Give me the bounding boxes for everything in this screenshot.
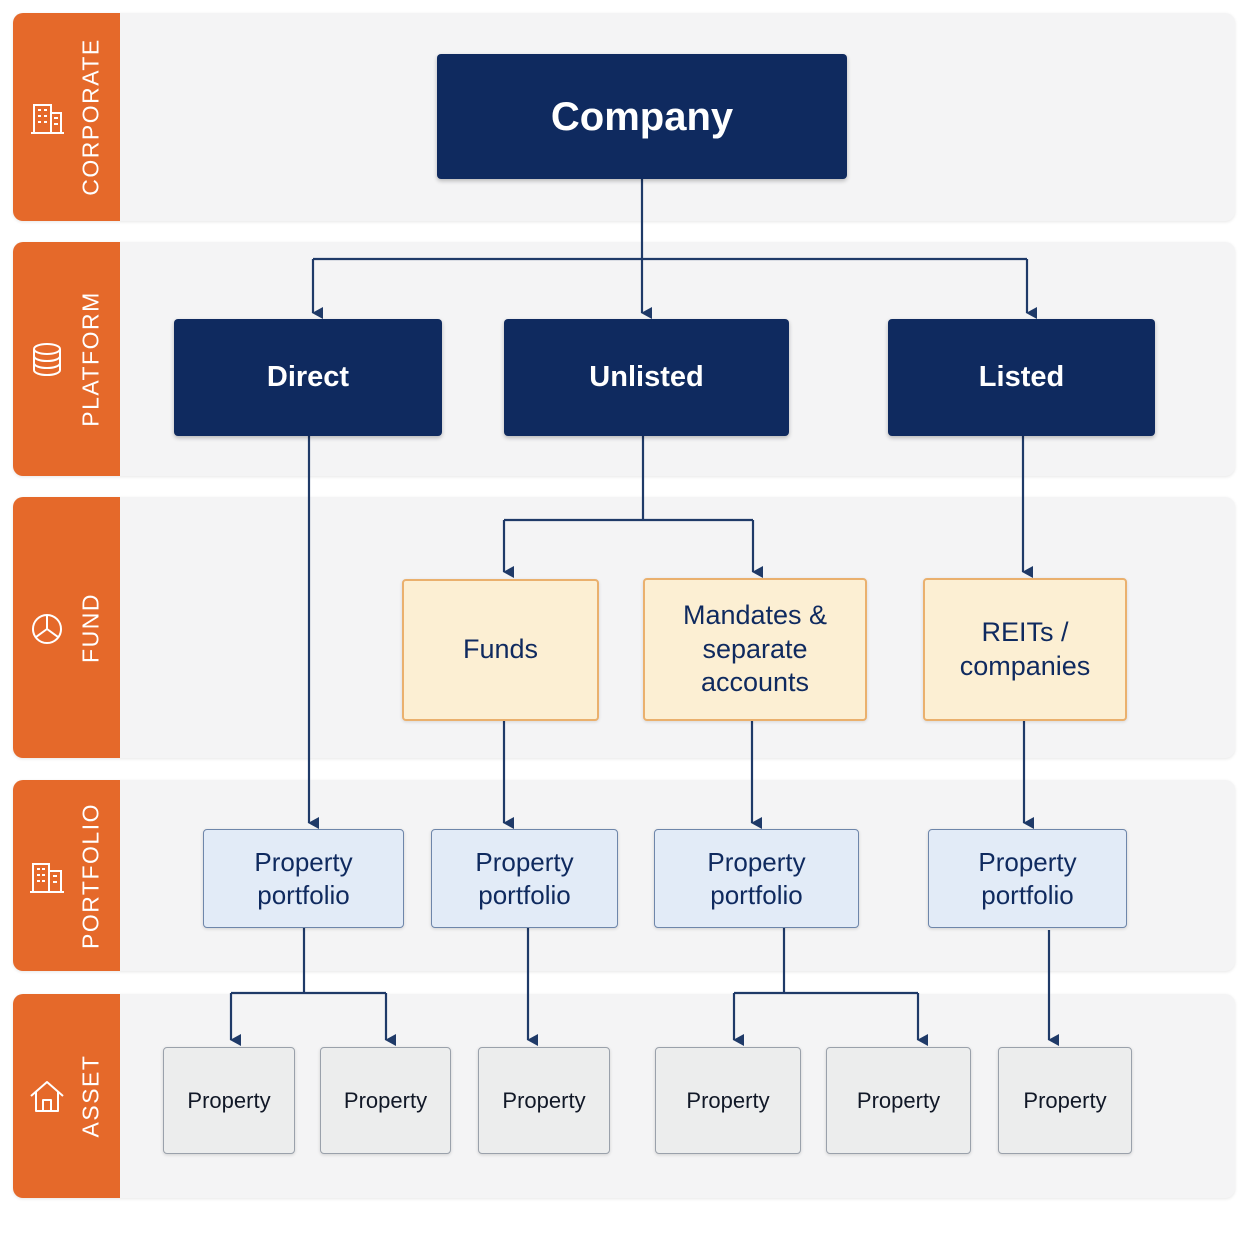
office-building-icon <box>31 104 64 134</box>
portfolio-2-line-2: portfolio <box>478 879 571 910</box>
pie-chart-icon <box>32 613 62 644</box>
tier-platform: PLATFORM <box>13 242 120 476</box>
tier-corporate: CORPORATE <box>13 13 120 221</box>
buildings-icon <box>30 862 64 893</box>
fund-funds-node: Funds <box>402 579 599 721</box>
asset-node-4: Property <box>655 1047 801 1154</box>
tier-asset: ASSET <box>13 994 120 1198</box>
mandates-line-2: separate <box>702 633 808 664</box>
portfolio-3-line-1: Property <box>707 847 806 877</box>
portfolio-node-1: Property portfolio <box>203 829 404 928</box>
asset-node-5: Property <box>826 1047 971 1154</box>
portfolio-3-line-2: portfolio <box>710 879 803 910</box>
fund-reits-node: REITs / companies <box>923 578 1127 721</box>
portfolio-node-4: Property portfolio <box>928 829 1127 928</box>
asset-node-2: Property <box>320 1047 451 1154</box>
coin-stack-icon <box>33 343 61 377</box>
platform-unlisted-node: Unlisted <box>504 319 789 436</box>
corporate-band: CORPORATE <box>13 13 1235 221</box>
portfolio-4-line-2: portfolio <box>981 879 1074 910</box>
tier-fund: FUND <box>13 497 120 758</box>
platform-direct-node: Direct <box>174 319 442 436</box>
portfolio-node-3: Property portfolio <box>654 829 859 928</box>
portfolio-1-line-1: Property <box>254 847 353 877</box>
asset-node-1: Property <box>163 1047 295 1154</box>
portfolio-node-2: Property portfolio <box>431 829 618 928</box>
fund-mandates-node: Mandates & separate accounts <box>643 578 867 721</box>
mandates-line-1: Mandates & <box>682 599 828 630</box>
asset-node-3: Property <box>478 1047 610 1154</box>
house-icon <box>30 1081 64 1112</box>
reits-line-1: REITs / <box>981 616 1069 647</box>
asset-node-6: Property <box>998 1047 1132 1154</box>
portfolio-2-line-1: Property <box>475 847 574 877</box>
portfolio-4-line-1: Property <box>978 847 1077 877</box>
platform-listed-node: Listed <box>888 319 1155 436</box>
portfolio-1-line-2: portfolio <box>257 879 350 910</box>
tier-portfolio: PORTFOLIO <box>13 780 120 971</box>
company-node: Company <box>437 54 847 179</box>
mandates-line-3: accounts <box>700 667 810 698</box>
reits-line-2: companies <box>959 650 1091 681</box>
